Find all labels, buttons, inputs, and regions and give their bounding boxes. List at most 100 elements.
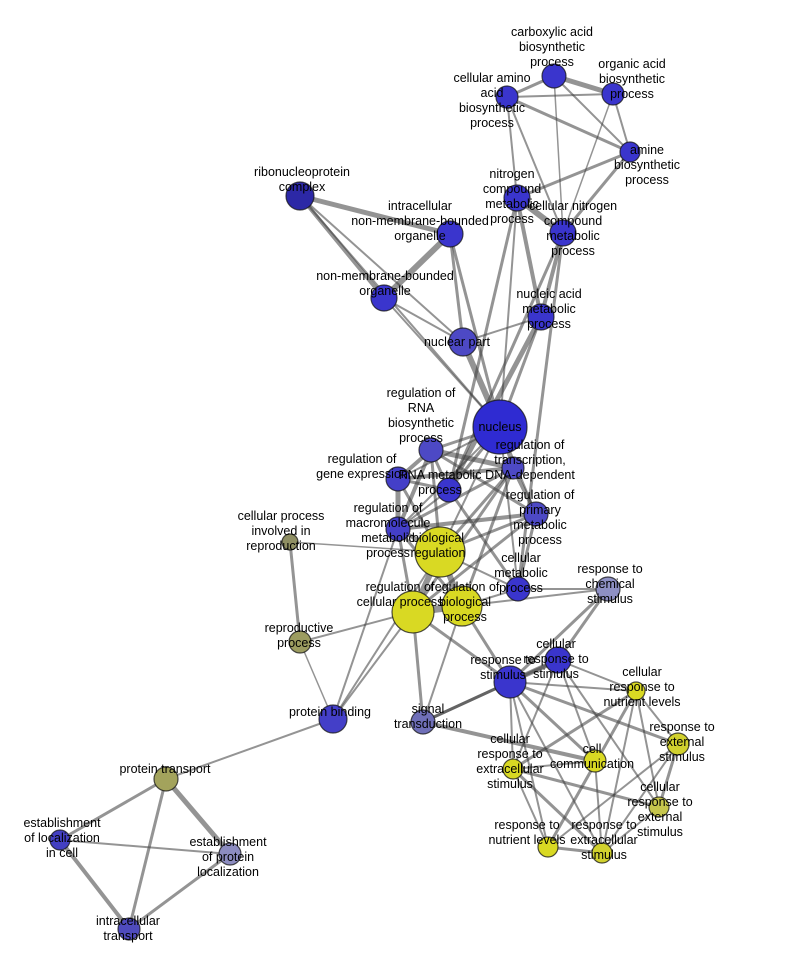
graph-edge[interactable] [509,681,603,854]
graph-edge[interactable] [511,767,661,809]
graph-edge[interactable] [332,528,399,720]
graph-edge[interactable] [506,96,564,234]
graph-node[interactable] [218,842,242,866]
graph-edge[interactable] [411,466,515,614]
graph-node[interactable] [495,85,519,109]
graph-edge[interactable] [127,852,232,931]
graph-edge[interactable] [516,512,538,591]
graph-edge[interactable] [297,193,453,237]
graph-node[interactable] [153,766,179,792]
graph-edge[interactable] [557,659,596,762]
graph-node[interactable] [281,533,299,551]
graph-edge[interactable] [396,512,538,531]
graph-edge[interactable] [461,588,609,607]
graph-node[interactable] [448,327,478,357]
graph-node[interactable] [370,284,398,312]
graph-edge[interactable] [288,540,302,644]
graph-edge[interactable] [506,93,614,98]
graph-edge[interactable] [553,75,631,153]
graph-node[interactable] [285,181,315,211]
graph-node[interactable] [318,704,348,734]
graph-edge[interactable] [635,690,660,808]
graph-edge[interactable] [508,587,610,684]
graph-edge[interactable] [299,195,464,343]
graph-edge[interactable] [421,720,597,763]
graph-edge[interactable] [447,488,520,591]
graph-node[interactable] [527,303,555,331]
graph-node[interactable] [441,585,483,627]
graph-node[interactable] [418,437,444,463]
graph-edge[interactable] [509,681,637,692]
graph-node[interactable] [472,399,528,455]
graph-node[interactable] [505,576,531,602]
graph-edge[interactable] [460,466,515,608]
graph-node[interactable] [537,836,559,858]
graph-edge[interactable] [557,659,660,808]
graph-edge[interactable] [58,838,131,931]
graph-edge[interactable] [411,512,538,614]
graph-edge[interactable] [601,743,679,854]
graph-edge[interactable] [499,197,518,428]
graph-edge[interactable] [332,551,441,720]
graph-edge[interactable] [505,95,632,154]
graph-node[interactable] [666,732,690,756]
graph-edge[interactable] [396,448,433,531]
graph-edge[interactable] [165,718,334,780]
graph-node[interactable] [583,749,607,773]
graph-edge[interactable] [601,690,637,854]
graph-edge[interactable] [512,760,596,770]
graph-edge[interactable] [428,447,516,471]
graph-edge[interactable] [383,297,501,428]
graph-node[interactable] [288,630,312,654]
graph-edge[interactable] [511,767,604,855]
graph-node[interactable] [648,796,670,818]
graph-node[interactable] [501,456,525,480]
graph-edge[interactable] [512,768,549,848]
graph-edge[interactable] [506,96,518,199]
graph-node[interactable] [49,829,71,851]
graph-edge[interactable] [553,75,564,234]
graph-edge[interactable] [557,659,637,692]
graph-node[interactable] [493,665,527,699]
graph-edge[interactable] [556,587,610,662]
graph-edge[interactable] [515,196,543,319]
graph-edge[interactable] [508,680,597,763]
graph-edge[interactable] [127,777,168,931]
graph-node[interactable] [591,842,613,864]
graph-edge[interactable] [59,839,231,855]
graph-node[interactable] [626,681,646,701]
graph-node[interactable] [549,219,577,247]
graph-edge[interactable] [562,93,614,234]
graph-edge[interactable] [561,150,632,235]
graph-node[interactable] [414,526,466,578]
graph-edge[interactable] [396,466,515,481]
graph-node[interactable] [541,63,567,89]
graph-edge[interactable] [421,658,560,724]
graph-node[interactable] [436,477,462,503]
graph-edge[interactable] [381,231,453,301]
graph-node[interactable] [436,220,464,248]
graph-node[interactable] [385,466,411,492]
graph-edge[interactable] [515,150,632,200]
graph-node[interactable] [523,501,549,527]
graph-edge[interactable] [539,231,565,319]
graph-node[interactable] [544,646,572,674]
graph-node[interactable] [391,590,435,634]
graph-edge[interactable] [509,681,549,848]
graph-edge[interactable] [594,760,603,854]
graph-edge[interactable] [163,776,233,857]
graph-edge[interactable] [448,232,465,344]
graph-edge[interactable] [332,611,414,720]
graph-edge[interactable] [512,659,559,770]
graph-edge[interactable] [383,297,464,343]
graph-node[interactable] [619,141,641,163]
graph-edge[interactable] [58,777,168,842]
graph-node[interactable] [503,184,531,212]
graph-node[interactable] [385,516,411,542]
graph-node[interactable] [117,917,141,941]
graph-node[interactable] [502,758,524,780]
graph-node[interactable] [410,709,436,735]
graph-edge[interactable] [447,231,565,492]
